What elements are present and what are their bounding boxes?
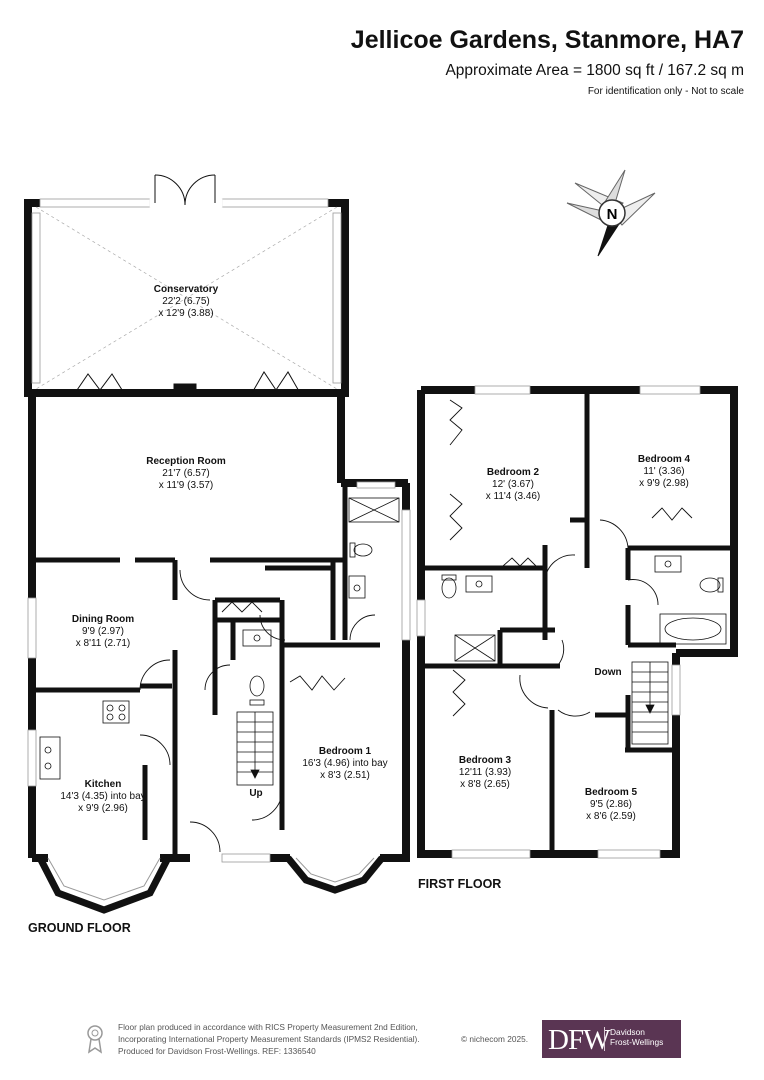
ribbon-icon bbox=[87, 1025, 103, 1054]
room-bedroom-4: Bedroom 4 11' (3.36) x 9'9 (2.98) bbox=[638, 454, 691, 489]
stairs-up-label: Up bbox=[249, 788, 262, 799]
svg-text:x 8'11 (2.71): x 8'11 (2.71) bbox=[76, 638, 131, 649]
svg-text:Kitchen: Kitchen bbox=[85, 779, 122, 790]
svg-text:x 8'8 (2.65): x 8'8 (2.65) bbox=[460, 779, 510, 790]
svg-text:Conservatory: Conservatory bbox=[154, 284, 219, 295]
copyright-text: © nichecom 2025. bbox=[461, 1034, 528, 1044]
logo-mark: DFW bbox=[548, 1024, 610, 1056]
svg-text:12'11 (3.93): 12'11 (3.93) bbox=[459, 767, 511, 778]
room-dining: Dining Room 9'9 (2.97) x 8'11 (2.71) bbox=[72, 614, 134, 649]
svg-text:Dining Room: Dining Room bbox=[72, 614, 134, 625]
svg-text:Bedroom 3: Bedroom 3 bbox=[459, 755, 512, 766]
compass-icon: N bbox=[566, 169, 656, 257]
svg-text:12' (3.67): 12' (3.67) bbox=[492, 479, 534, 490]
svg-text:Reception Room: Reception Room bbox=[146, 456, 226, 467]
first-floor-label: FIRST FLOOR bbox=[418, 877, 502, 891]
compass-north-label: N bbox=[607, 206, 618, 223]
ground-floor-stairs bbox=[236, 711, 274, 786]
svg-text:x 8'6 (2.59): x 8'6 (2.59) bbox=[586, 811, 636, 822]
room-kitchen: Kitchen 14'3 (4.35) into bay x 9'9 (2.96… bbox=[60, 779, 145, 814]
svg-text:9'9 (2.97): 9'9 (2.97) bbox=[82, 626, 124, 637]
svg-text:Bedroom 5: Bedroom 5 bbox=[585, 787, 638, 798]
first-floor-plan bbox=[416, 385, 738, 859]
logo-text: Davidson Frost-Wellings bbox=[610, 1027, 664, 1047]
room-bedroom-1: Bedroom 1 16'3 (4.96) into bay x 8'3 (2.… bbox=[302, 746, 387, 781]
room-reception: Reception Room 21'7 (6.57) x 11'9 (3.57) bbox=[146, 456, 226, 491]
approximate-area: Approximate Area = 1800 sq ft / 167.2 sq… bbox=[445, 62, 744, 79]
room-bedroom-5: Bedroom 5 9'5 (2.86) x 8'6 (2.59) bbox=[585, 787, 638, 822]
svg-text:14'3 (4.35) into bay: 14'3 (4.35) into bay bbox=[60, 791, 145, 802]
scale-note: For identification only - Not to scale bbox=[587, 86, 744, 97]
ground-floor-label: GROUND FLOOR bbox=[28, 921, 131, 935]
svg-text:x 9'9 (2.96): x 9'9 (2.96) bbox=[78, 803, 128, 814]
svg-text:21'7 (6.57): 21'7 (6.57) bbox=[162, 468, 210, 479]
room-bedroom-2: Bedroom 2 12' (3.67) x 11'4 (3.46) bbox=[486, 467, 541, 502]
agency-logo: DFW Davidson Frost-Wellings bbox=[542, 1020, 681, 1058]
svg-text:9'5 (2.86): 9'5 (2.86) bbox=[590, 799, 632, 810]
svg-text:16'3 (4.96) into bay: 16'3 (4.96) into bay bbox=[302, 758, 387, 769]
svg-text:Bedroom 4: Bedroom 4 bbox=[638, 454, 691, 465]
svg-text:x 11'9 (3.57): x 11'9 (3.57) bbox=[159, 480, 214, 491]
footer-disclaimer: Floor plan produced in accordance with R… bbox=[118, 1022, 420, 1056]
svg-text:Bedroom 1: Bedroom 1 bbox=[319, 746, 372, 757]
room-bedroom-3: Bedroom 3 12'11 (3.93) x 8'8 (2.65) bbox=[459, 755, 512, 790]
plan-title: Jellicoe Gardens, Stanmore, HA7 bbox=[350, 26, 744, 54]
svg-text:x 8'3 (2.51): x 8'3 (2.51) bbox=[320, 770, 370, 781]
svg-text:x 9'9 (2.98): x 9'9 (2.98) bbox=[639, 478, 689, 489]
svg-text:11' (3.36): 11' (3.36) bbox=[643, 466, 684, 477]
logo-divider bbox=[604, 1027, 605, 1051]
stairs-down-label: Down bbox=[594, 667, 621, 678]
svg-text:x 12'9 (3.88): x 12'9 (3.88) bbox=[158, 308, 213, 319]
room-conservatory: Conservatory 22'2 (6.75) x 12'9 (3.88) bbox=[154, 284, 219, 319]
svg-text:22'2 (6.75): 22'2 (6.75) bbox=[162, 296, 210, 307]
ground-floor-plan bbox=[24, 174, 411, 914]
first-floor-stairs bbox=[631, 661, 669, 745]
svg-text:Bedroom 2: Bedroom 2 bbox=[487, 467, 540, 478]
svg-text:x 11'4 (3.46): x 11'4 (3.46) bbox=[486, 491, 541, 502]
